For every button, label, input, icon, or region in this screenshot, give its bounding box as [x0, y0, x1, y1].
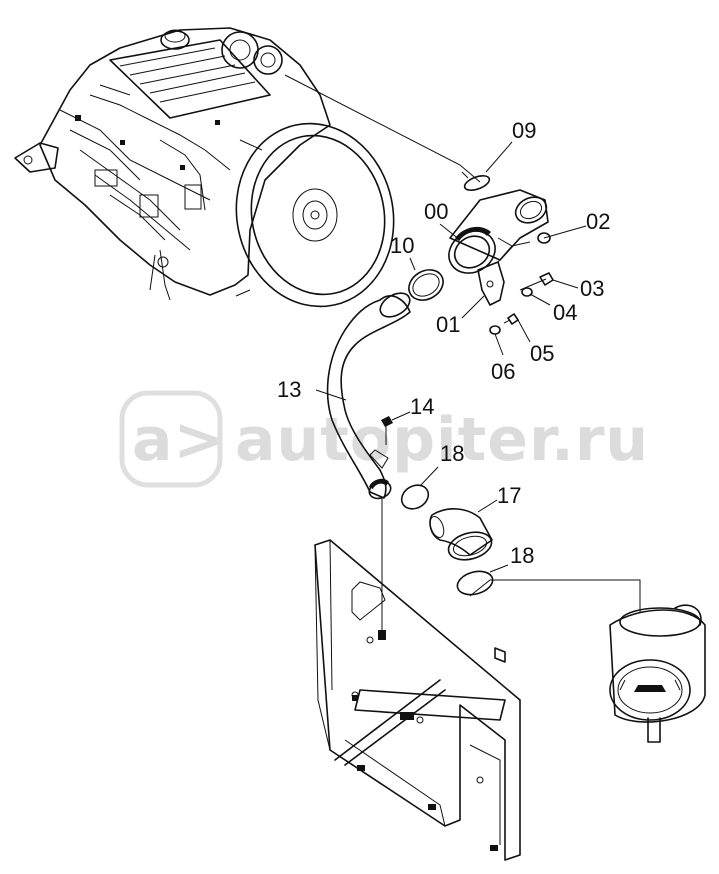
label-06: 06 [491, 359, 515, 384]
label-13: 13 [277, 377, 301, 402]
label-04: 04 [553, 300, 577, 325]
label-03: 03 [580, 276, 604, 301]
part-05-bolt [503, 313, 531, 343]
label-01: 01 [436, 312, 460, 337]
part-labels: 09 00 02 10 03 04 01 05 06 13 14 18 17 1… [277, 118, 610, 568]
engine-assembly [14, 27, 395, 308]
part-10-clamp [408, 257, 444, 301]
part-02-bolt [537, 225, 587, 244]
part-00-elbow-pipe [448, 189, 549, 274]
part-01-bracket [477, 245, 513, 306]
label-18-upper: 18 [440, 441, 464, 466]
label-09: 09 [512, 118, 536, 143]
watermark-logo: a> [132, 405, 225, 475]
label-02: 02 [586, 209, 610, 234]
watermark: a> autopiter.ru [119, 390, 649, 488]
part-14-bolt [381, 411, 411, 445]
air-cleaner-leader [469, 579, 641, 612]
label-00: 00 [424, 199, 448, 224]
label-05: 05 [530, 341, 554, 366]
leader-01 [461, 295, 485, 319]
part-06-washer [489, 325, 504, 356]
part-13-hose [315, 292, 411, 500]
watermark-text: autopiter.ru [235, 405, 649, 475]
air-cleaner [609, 604, 706, 743]
part-18-clamp-lower [456, 564, 509, 596]
label-14: 14 [410, 394, 434, 419]
part-18-clamp-upper [400, 466, 439, 510]
part-17-elbow [429, 499, 498, 561]
label-10: 10 [390, 233, 414, 258]
engine-to-pipe-leader [284, 74, 481, 183]
leader-09 [485, 141, 513, 173]
leader-00 [439, 223, 461, 241]
part-04-washer [521, 287, 551, 306]
base-frame [314, 498, 521, 861]
watermark-logo-frame [119, 390, 223, 488]
label-17: 17 [497, 483, 521, 508]
label-18-lower: 18 [510, 543, 534, 568]
part-09-clamp [461, 171, 491, 191]
